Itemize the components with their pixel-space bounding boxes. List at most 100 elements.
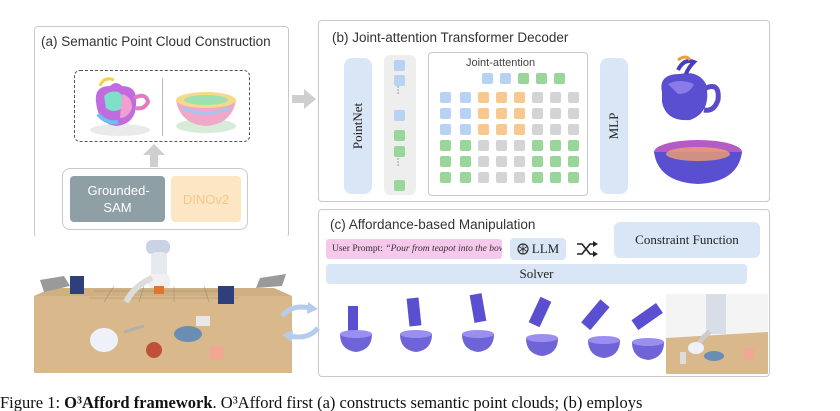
attention-token-blue (482, 73, 493, 84)
affordance-output-pointclouds (654, 55, 742, 184)
attention-cell-orange (514, 124, 525, 135)
mlp-label: MLP (606, 112, 621, 140)
grounded-sam-label: Grounded-SAM (87, 183, 150, 215)
attention-cell-green (460, 156, 471, 167)
dinov2-block: DINOv2 (171, 176, 241, 222)
attention-cell-green (460, 172, 471, 183)
attention-cell-orange (478, 108, 489, 119)
figure-caption: Figure 1: O³Afford framework. O³Afford f… (0, 393, 840, 411)
attention-cell-green (568, 172, 579, 183)
attention-key-token (440, 108, 451, 119)
attention-cell-orange (496, 124, 507, 135)
attention-cell-green (460, 140, 471, 151)
attention-cell-gray (568, 124, 579, 135)
token-green (394, 146, 405, 157)
teapot-semantic-pointcloud (90, 77, 151, 136)
joint-attention-label: Joint-attention (466, 57, 536, 69)
right-arrow-icon (292, 89, 316, 109)
shuffle-icon (577, 241, 598, 257)
attention-cell-green (568, 140, 579, 151)
attention-cell-green (550, 156, 561, 167)
attention-cell-green (550, 172, 561, 183)
attention-key-token (440, 92, 451, 103)
user-prompt-text: “Pour from teapot into the bowl, ...” (385, 244, 502, 254)
panel-c-title: (c) Affordance-based Manipulation (330, 217, 536, 232)
attention-cell-gray (514, 156, 525, 167)
attention-cell-orange (514, 92, 525, 103)
token-blue (394, 110, 405, 121)
pointcloud-divider (162, 78, 163, 136)
grounded-sam-block: Grounded-SAM (70, 176, 165, 222)
token-dots-bottom: ... (394, 157, 407, 167)
attention-key-token (440, 140, 451, 151)
user-prompt-box: User Prompt: “Pour from teapot into the … (326, 239, 502, 259)
attention-cell-gray (550, 92, 561, 103)
attention-cell-orange (478, 92, 489, 103)
attention-cell-orange (514, 108, 525, 119)
caption-rest: . O³Afford first (a) constructs semantic… (212, 393, 643, 411)
solver-block: Solver (326, 264, 747, 284)
attention-cell-green (532, 140, 543, 151)
attention-cell-gray (550, 124, 561, 135)
attention-cell-green (532, 156, 543, 167)
attention-key-token (440, 172, 451, 183)
attention-cell-gray (478, 140, 489, 151)
attention-cell-gray (550, 108, 561, 119)
dinov2-label: DINOv2 (182, 191, 230, 207)
token-dots-top: ... (394, 85, 407, 95)
attention-cell-blue (460, 108, 471, 119)
attention-cell-gray (496, 172, 507, 183)
mlp-block (600, 58, 628, 194)
attention-cell-green (532, 172, 543, 183)
attention-cell-gray (496, 156, 507, 167)
feature-extractor-box (62, 168, 248, 230)
attention-token-green (518, 73, 529, 84)
attention-cell-orange (496, 92, 507, 103)
panel-b-title: (b) Joint-attention Transformer Decoder (332, 30, 569, 45)
caption-prefix: Figure 1: (0, 393, 65, 411)
attention-token-green (536, 73, 547, 84)
attention-cell-blue (460, 124, 471, 135)
attention-cell-green (568, 156, 579, 167)
semantic-pointcloud-box (74, 70, 250, 142)
token-green (394, 130, 405, 141)
constraint-function-label: Constraint Function (635, 232, 739, 247)
pointnet-block (344, 58, 372, 194)
attention-cell-gray (514, 140, 525, 151)
attention-cell-gray (568, 92, 579, 103)
attention-token-blue (500, 73, 511, 84)
attention-token-green (554, 73, 565, 84)
attention-cell-gray (496, 140, 507, 151)
llm-label: LLM (531, 241, 560, 256)
real-robot-pouring-photo (666, 294, 768, 374)
solver-label: Solver (519, 266, 554, 281)
robot-scene-photo (34, 236, 292, 373)
loop-arrow-icon (280, 302, 320, 342)
attention-cell-gray (532, 124, 543, 135)
pointnet-label: PointNet (350, 102, 365, 150)
attention-cell-gray (532, 92, 543, 103)
attention-cell-gray (532, 108, 543, 119)
attention-cell-orange (496, 108, 507, 119)
caption-bold: O³Afford framework (64, 393, 213, 411)
token-blue (394, 75, 405, 86)
attention-cell-gray (514, 172, 525, 183)
user-prompt-prefix: User Prompt: (332, 244, 386, 254)
attention-key-token (440, 156, 451, 167)
attention-cell-gray (478, 172, 489, 183)
attention-cell-gray (478, 156, 489, 167)
manipulation-sequence (340, 293, 664, 360)
joint-attention-box (428, 52, 588, 196)
token-green (394, 180, 405, 191)
llm-block: LLM (510, 238, 566, 260)
openai-logo-icon (517, 243, 529, 255)
attention-key-token (440, 124, 451, 135)
attention-cell-blue (460, 92, 471, 103)
up-arrow-icon (143, 144, 165, 167)
token-blue (394, 60, 405, 71)
constraint-function-block: Constraint Function (614, 222, 760, 258)
panel-a-title: (a) Semantic Point Cloud Construction (41, 34, 271, 49)
attention-cell-orange (478, 124, 489, 135)
bowl-semantic-pointcloud (176, 92, 236, 133)
attention-cell-green (550, 140, 561, 151)
